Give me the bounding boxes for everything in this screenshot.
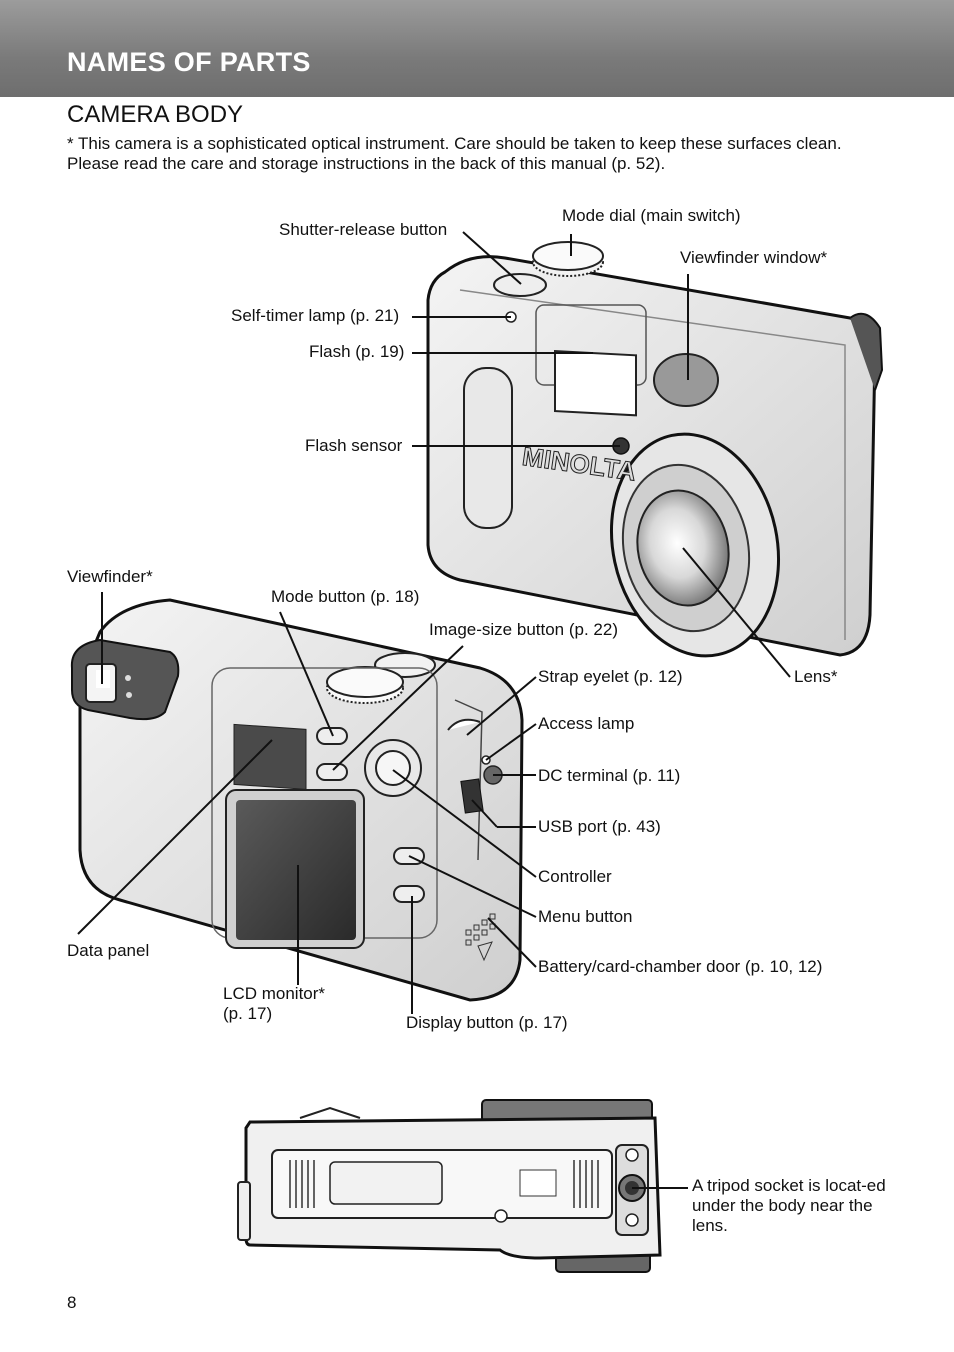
label-flash: Flash (p. 19) <box>309 342 405 361</box>
label-controller: Controller <box>538 867 612 886</box>
label-mode-dial: Mode dial (main switch) <box>562 206 741 225</box>
label-lcd-monitor-page: (p. 17) <box>223 1004 273 1023</box>
label-strap-eyelet: Strap eyelet (p. 12) <box>538 667 683 686</box>
front-camera-drawing <box>426 241 884 658</box>
leader-lines <box>77 231 791 1189</box>
label-access-lamp: Access lamp <box>538 714 635 733</box>
intro-paragraph: * This camera is a sophisticated optical… <box>67 134 842 173</box>
label-viewfinder-window: Viewfinder window* <box>680 248 828 267</box>
label-viewfinder: Viewfinder* <box>67 567 153 586</box>
label-display-button: Display button (p. 17) <box>406 1013 568 1032</box>
label-data-panel: Data panel <box>67 941 150 960</box>
label-shutter-release: Shutter-release button <box>279 220 448 239</box>
label-tripod-note: A tripod socket is locat-ed under the bo… <box>692 1176 886 1235</box>
bottom-camera-drawing <box>237 1099 662 1273</box>
label-usb-port: USB port (p. 43) <box>538 817 661 836</box>
page-number: 8 <box>67 1293 77 1312</box>
label-battery-door: Battery/card-chamber door (p. 10, 12) <box>538 957 823 976</box>
label-lcd-monitor: LCD monitor* <box>223 984 326 1003</box>
label-menu-button: Menu button <box>538 907 633 926</box>
label-self-timer: Self-timer lamp (p. 21) <box>231 306 400 325</box>
label-flash-sensor: Flash sensor <box>305 436 403 455</box>
label-image-size: Image-size button (p. 22) <box>429 620 618 639</box>
page-header: NAMES OF PARTS <box>0 0 954 97</box>
label-dc-terminal: DC terminal (p. 11) <box>538 766 681 785</box>
label-lens: Lens* <box>794 667 838 686</box>
page-title: NAMES OF PARTS <box>67 47 311 77</box>
label-mode-button: Mode button (p. 18) <box>271 587 420 606</box>
section-title: CAMERA BODY <box>67 101 244 128</box>
rear-camera-drawing <box>70 598 524 1002</box>
